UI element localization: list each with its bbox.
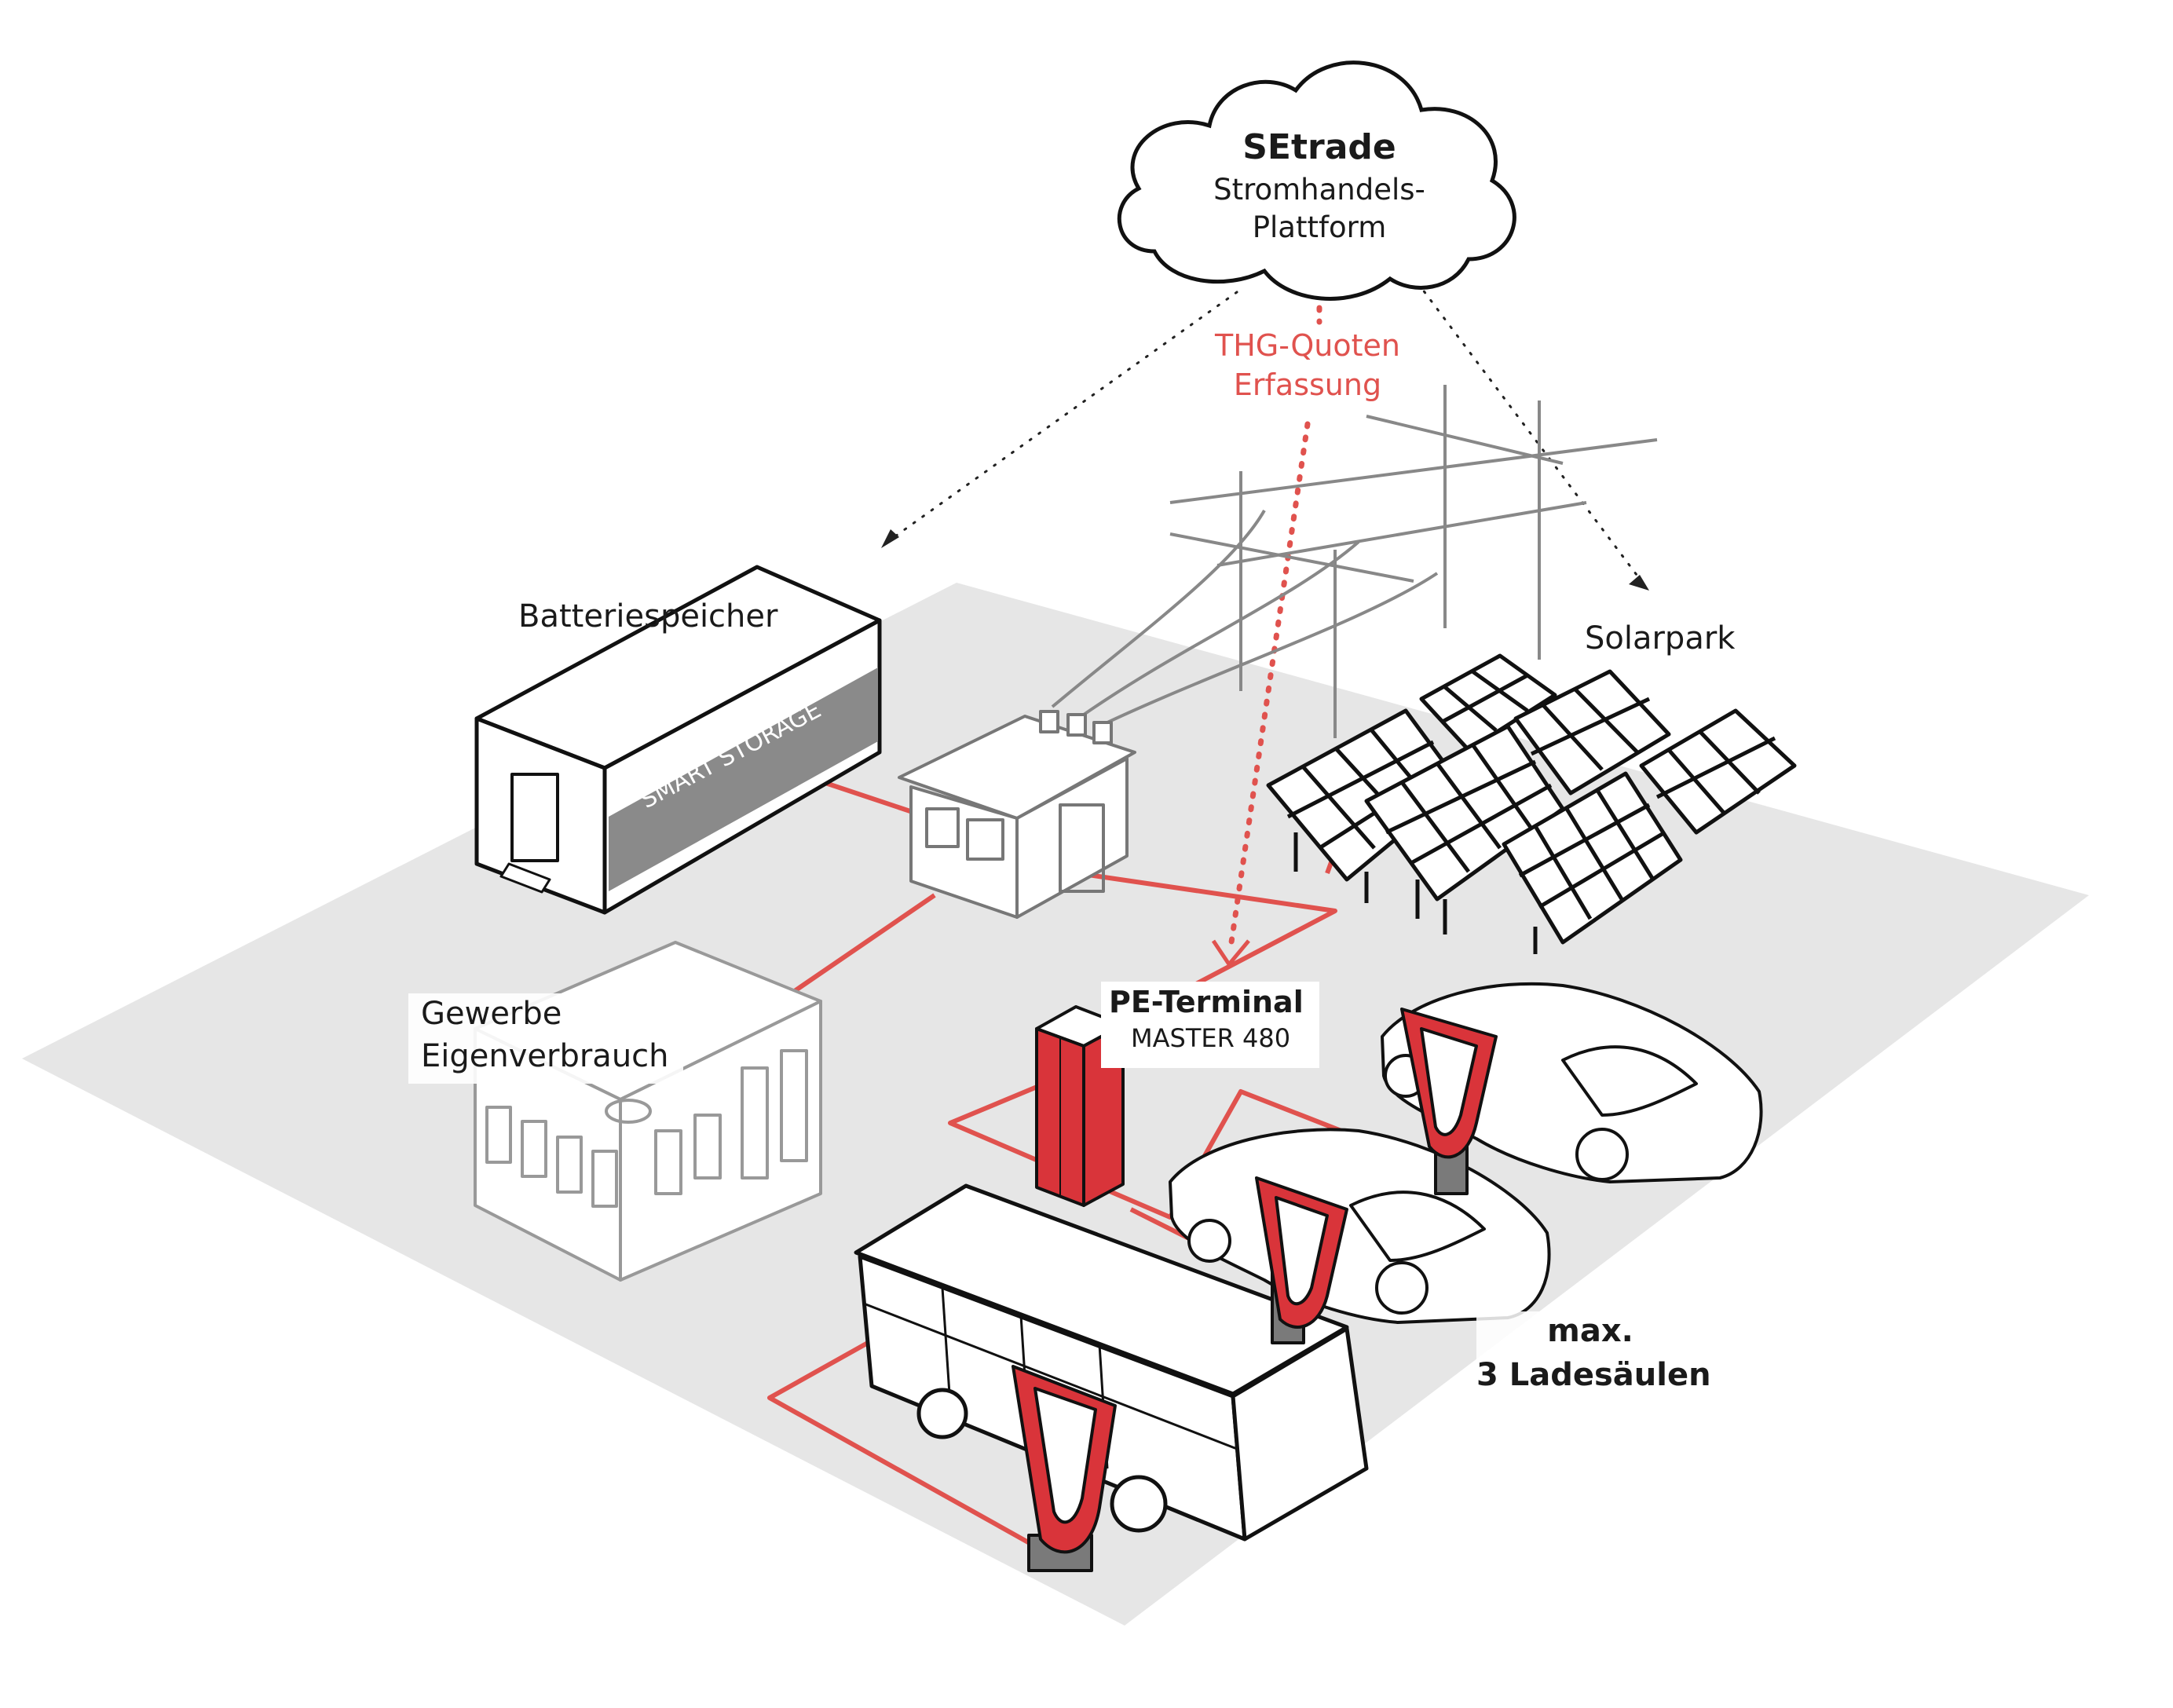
cloud-icon <box>1117 60 1516 301</box>
solarpark-label: Solarpark <box>1585 620 1736 657</box>
terminal-title: PE-Terminal <box>1109 985 1304 1019</box>
cloud-title: SEtrade <box>1242 127 1396 167</box>
arrow-to-battery-icon <box>881 529 899 548</box>
chargers-label-box <box>1476 1311 1728 1406</box>
chargers-label-line1: max. <box>1547 1313 1633 1349</box>
thg-label-line2: Erfassung <box>1233 368 1382 402</box>
charger-1 <box>1400 1008 1498 1195</box>
battery-storage <box>474 565 882 915</box>
charger-2 <box>1255 1176 1348 1344</box>
arrow-to-solar-icon <box>1629 575 1649 591</box>
charger-3 <box>1012 1365 1117 1572</box>
power-lines <box>767 779 1423 1549</box>
solar-park <box>1266 653 1797 954</box>
cloud-subtitle-line1: Stromhandels- <box>1213 173 1425 207</box>
terminal-subtitle: MASTER 480 <box>1131 1023 1291 1053</box>
business-label-line2: Eigenverbrauch <box>421 1038 669 1074</box>
cloud-subtitle-line2: Plattform <box>1252 210 1387 244</box>
power-poles <box>1051 385 1658 738</box>
data-link-lines <box>886 281 1643 583</box>
thg-label-line1: THG-Quoten <box>1215 328 1400 363</box>
terminal-label-box <box>1101 982 1319 1068</box>
transformer-station <box>898 710 1136 919</box>
chargers-label-line2: 3 Ladesäulen <box>1476 1357 1711 1393</box>
battery-label: Batteriespeicher <box>518 598 778 635</box>
business-label-box <box>408 993 683 1084</box>
business-label-line1: Gewerbe <box>421 996 562 1032</box>
